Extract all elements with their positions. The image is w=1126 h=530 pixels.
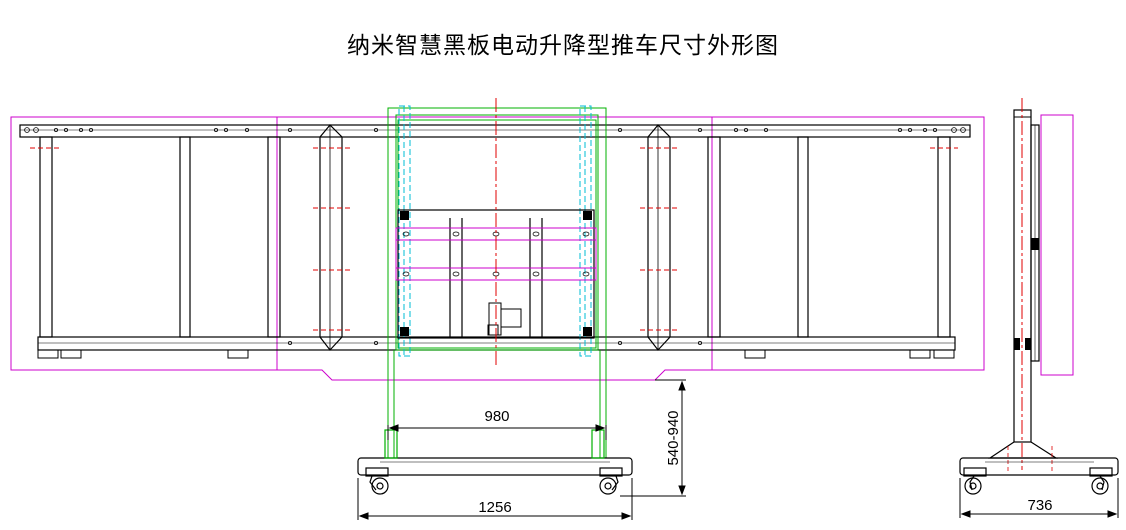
dim-inner-width: 980 bbox=[484, 408, 509, 425]
dim-base-width: 1256 bbox=[478, 499, 511, 516]
side-view: 736 bbox=[959, 98, 1119, 518]
board-outline bbox=[10, 116, 985, 381]
board-side bbox=[1040, 114, 1074, 376]
caster-left bbox=[365, 467, 389, 495]
cart-base bbox=[357, 457, 633, 476]
caster-right bbox=[599, 467, 623, 495]
side-base bbox=[959, 457, 1119, 476]
dim-side-depth: 736 bbox=[1027, 497, 1052, 514]
page-title: 纳米智慧黑板电动升降型推车尺寸外形图 bbox=[347, 33, 779, 59]
cart-frame bbox=[387, 107, 607, 459]
actuator bbox=[488, 302, 502, 336]
top-rail bbox=[19, 124, 971, 138]
dim-lift-range: 540-940 bbox=[665, 410, 682, 465]
front-view: 980 1256 540-940 bbox=[10, 98, 985, 520]
